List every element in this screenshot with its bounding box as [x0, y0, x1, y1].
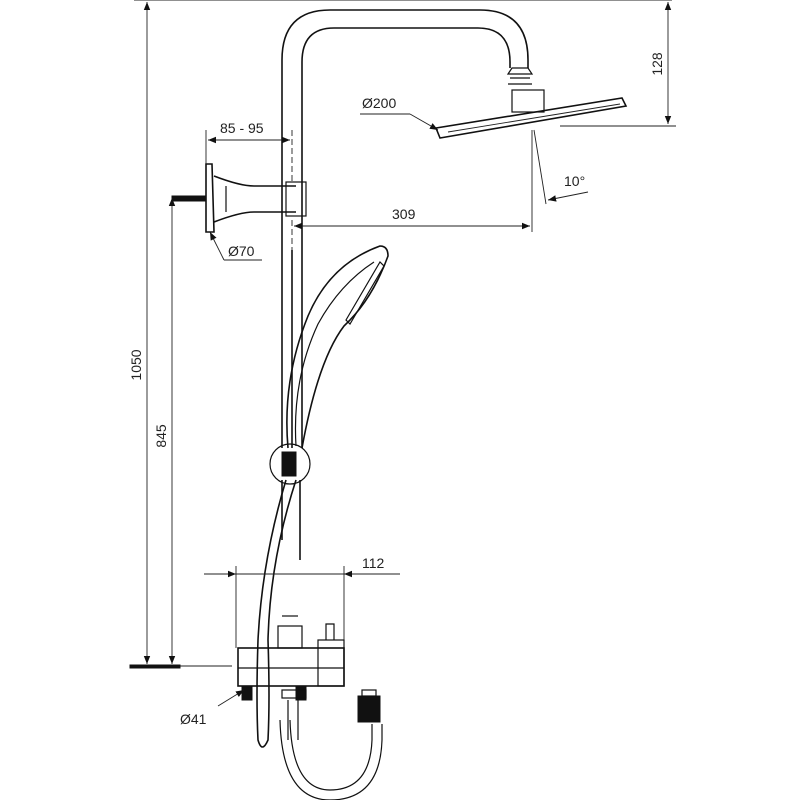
dimension-mixer-width: 112 — [204, 555, 400, 648]
label-bracket-diameter: Ø70 — [228, 243, 255, 259]
label-total-height: 1050 — [128, 349, 144, 380]
shower-head — [434, 67, 628, 139]
label-head-drop: 128 — [649, 52, 665, 76]
label-head-diameter: Ø200 — [362, 95, 396, 111]
shower-hose — [256, 479, 383, 800]
dimension-arm-reach: 309 — [291, 130, 533, 250]
label-head-tilt: 10° — [564, 173, 585, 189]
dimension-total-height: 1050 — [128, 0, 672, 669]
riser-pipe-and-arm — [281, 9, 529, 560]
thermostatic-mixer — [237, 615, 345, 740]
label-mixer-height: 845 — [153, 424, 169, 448]
label-pipe-diameter: Ø41 — [180, 711, 207, 727]
dimension-head-diameter: Ø200 — [360, 95, 439, 131]
dimension-head-drop: 128 — [560, 1, 676, 127]
dimension-pipe-diameter: Ø41 — [180, 689, 245, 727]
wall-bracket — [171, 163, 307, 233]
dimension-wall-bracket-depth: 85 - 95 — [205, 120, 293, 182]
dimension-head-tilt: 10° — [533, 129, 589, 205]
label-arm-reach: 309 — [392, 206, 416, 222]
hand-shower — [269, 245, 389, 485]
label-mixer-width: 112 — [362, 555, 385, 571]
dimension-mixer-height: 845 — [153, 198, 176, 664]
label-wall-bracket-depth: 85 - 95 — [220, 120, 264, 136]
dimension-bracket-diameter: Ø70 — [209, 231, 262, 261]
